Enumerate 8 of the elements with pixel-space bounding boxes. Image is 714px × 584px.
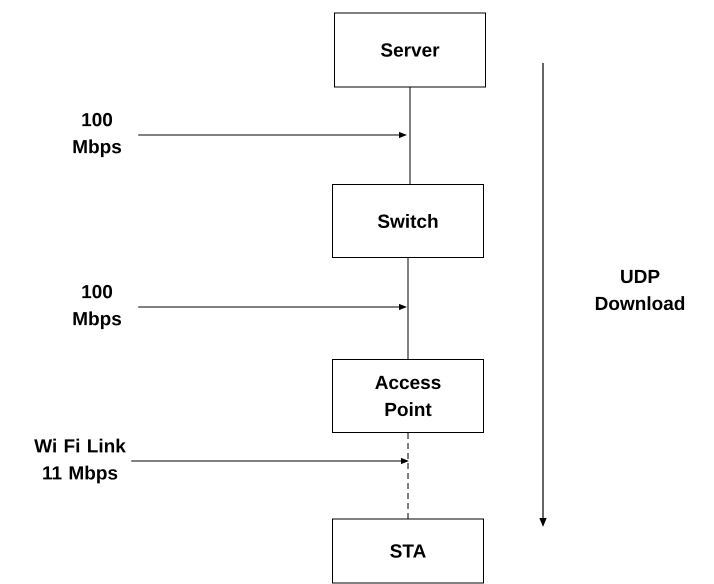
- process-box: STA: [332, 518, 484, 584]
- process-box: Server: [334, 12, 486, 88]
- process-box: Access Point: [332, 359, 484, 433]
- rate-label: 100 Mbps: [73, 112, 122, 158]
- rate-label: Wi Fi Link 11 Mbps: [34, 438, 126, 484]
- rate-label: 100 Mbps: [73, 284, 122, 330]
- process-box: Switch: [332, 184, 484, 258]
- direction-label: UDP Download: [596, 270, 684, 310]
